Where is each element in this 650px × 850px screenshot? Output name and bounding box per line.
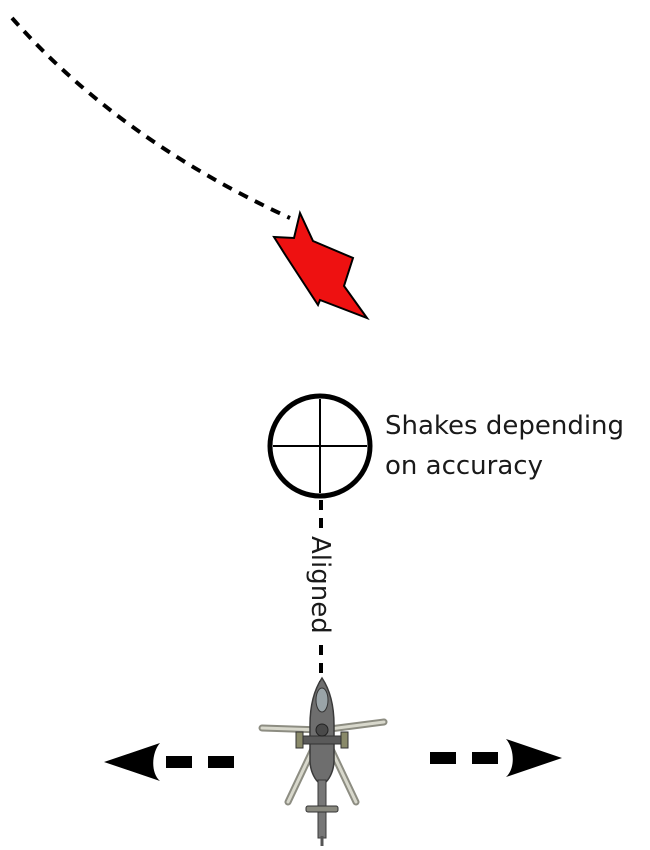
crosshair-caption: Shakes depending on accuracy	[385, 411, 632, 481]
arrow-left-icon	[104, 743, 234, 781]
crosshair-reticle-icon	[267, 393, 373, 499]
red-star-burst-icon	[272, 209, 370, 321]
alignment-label: Aligned	[305, 536, 335, 634]
crosshair-caption-line2: on accuracy	[385, 451, 543, 481]
arrow-right-icon	[430, 739, 562, 777]
helicopter-top-view-icon	[258, 676, 388, 846]
crosshair-caption-line1: Shakes depending	[385, 411, 624, 441]
target-trajectory-path	[10, 16, 291, 220]
